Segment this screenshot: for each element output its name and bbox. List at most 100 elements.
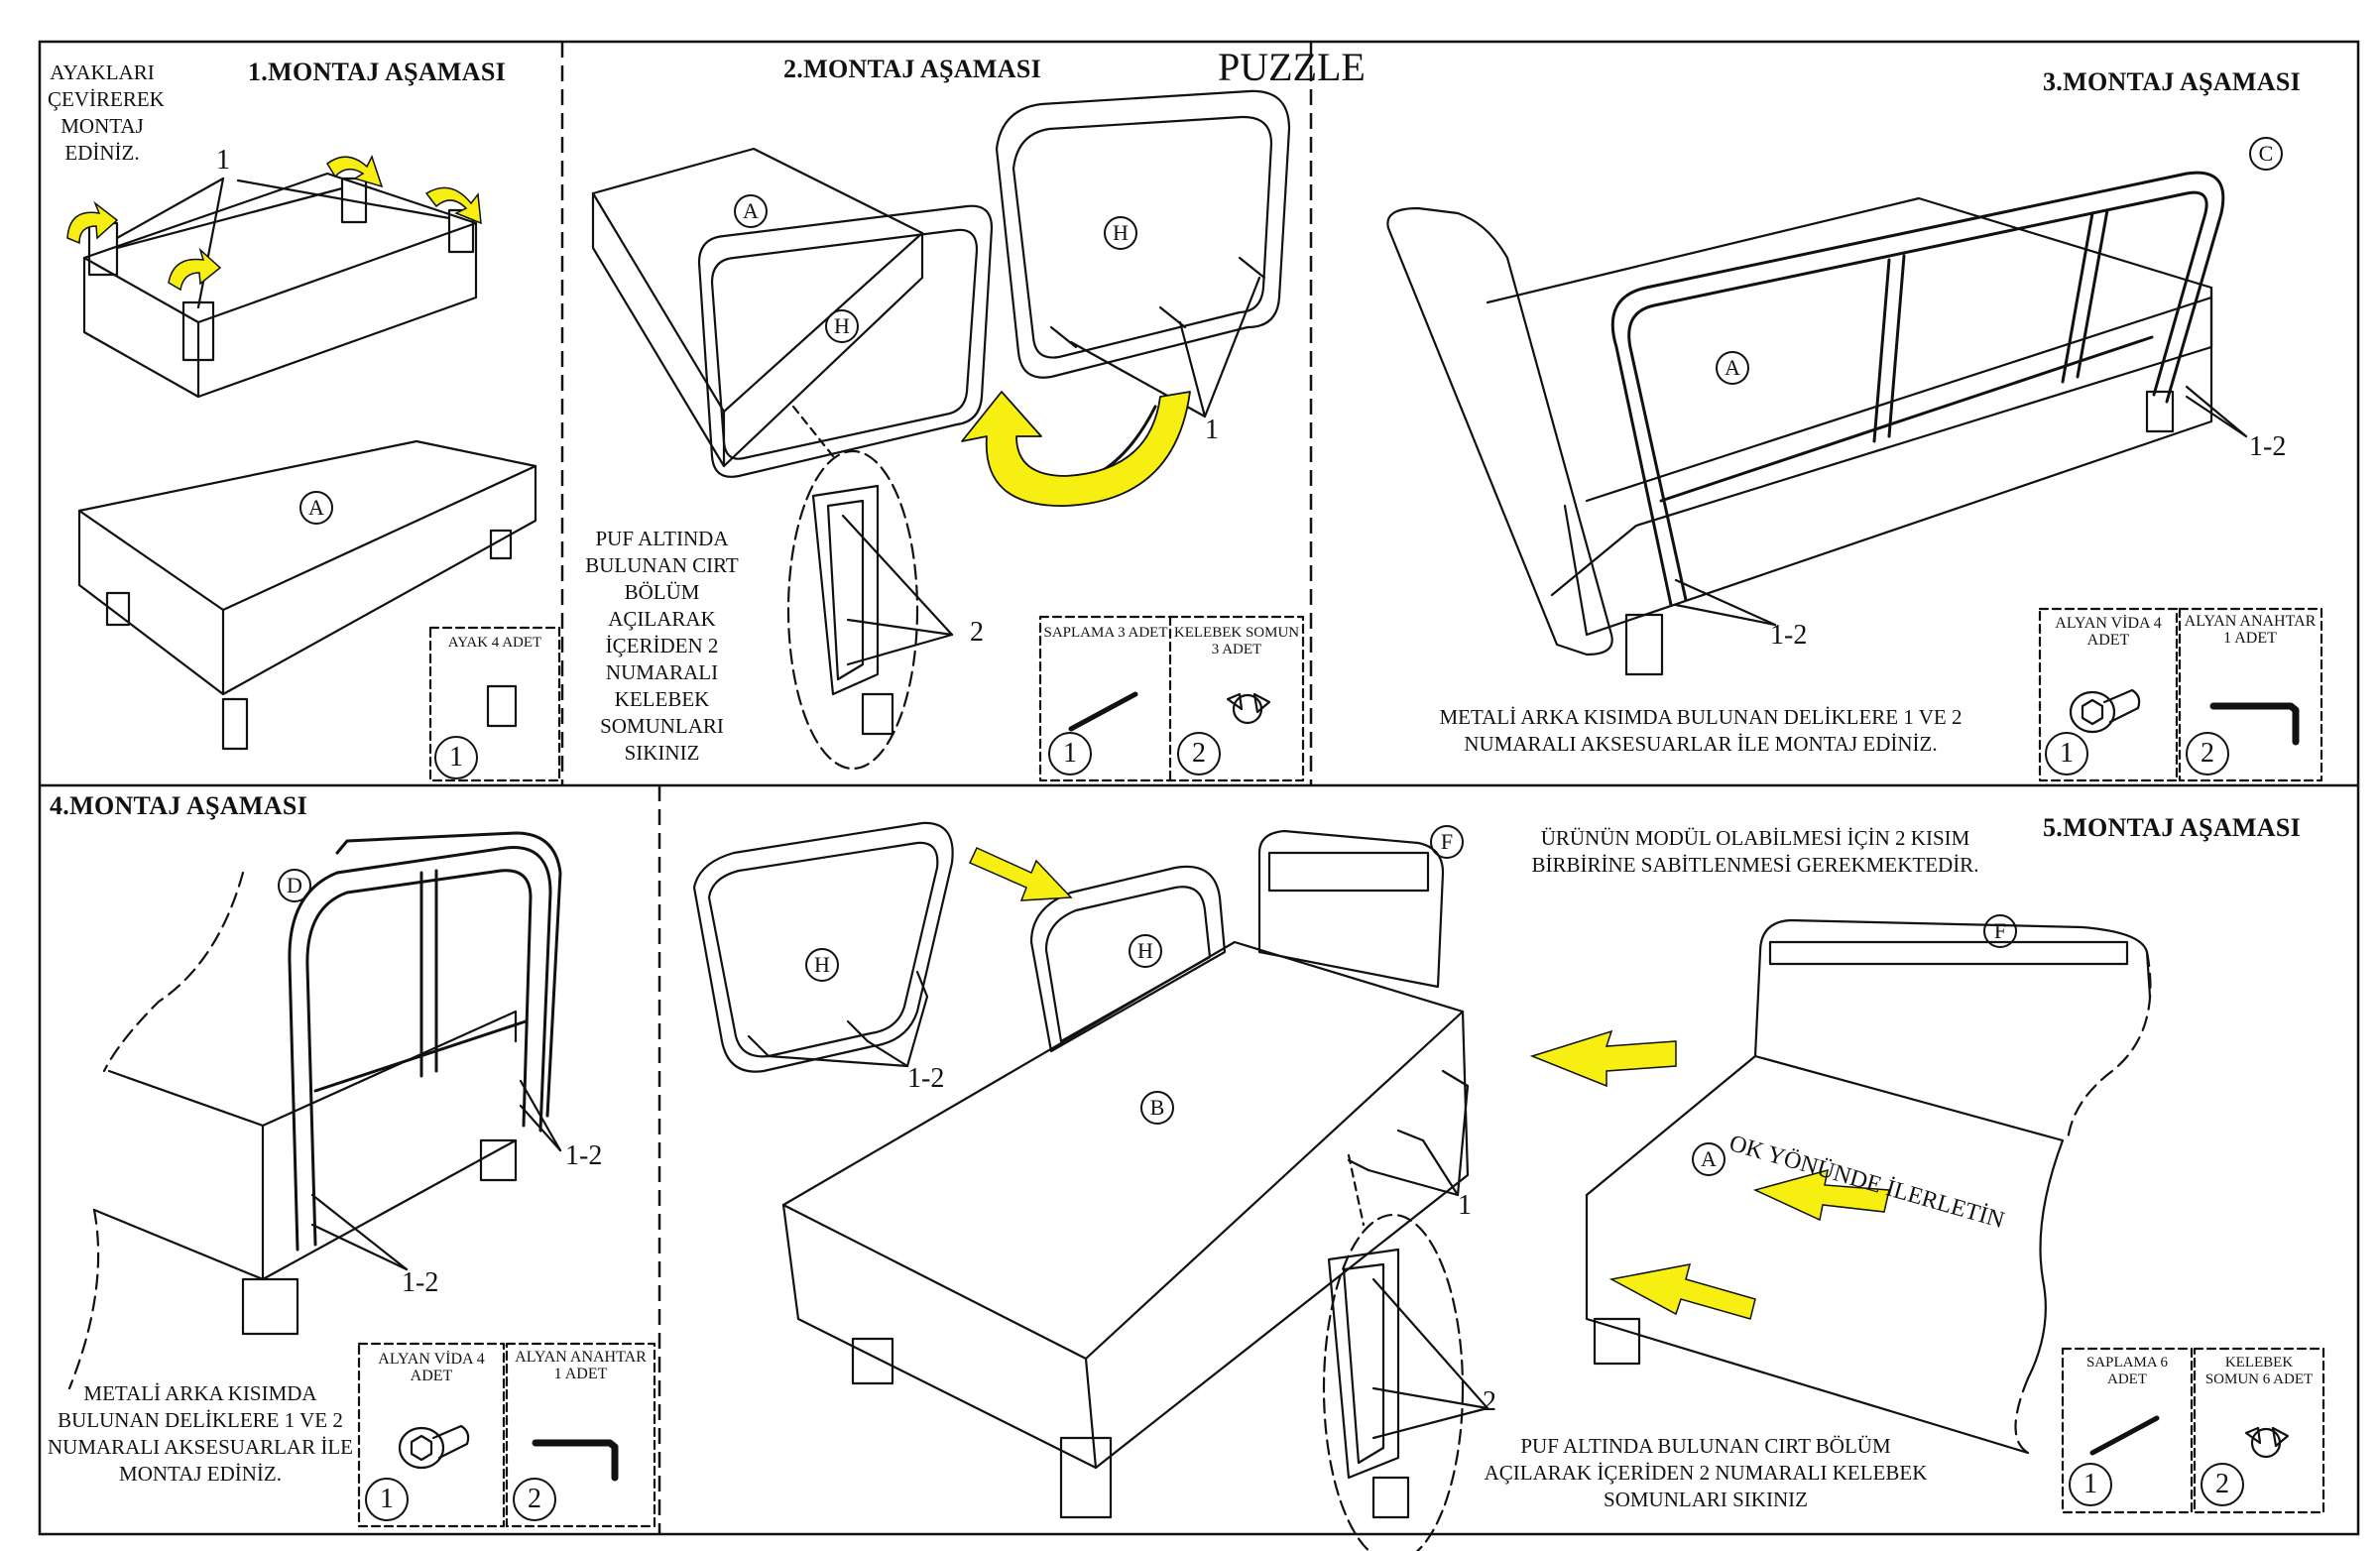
push-arrow-mid [1752,1168,1890,1222]
stage5-backrest-F [1257,829,1445,989]
stage5-box1-number: 1 [2069,1463,2112,1506]
stage2-part-a: A [734,194,768,228]
stage5-zoom-detail [1327,1248,1489,1519]
brand-title: PUZZLE [1218,45,1366,89]
stud-bolt-icon [1068,691,1138,732]
stage2-rotate-arrow [961,391,1191,507]
stage5-part-a: A [1692,1142,1726,1176]
allen-screw-icon-4 [398,1424,470,1470]
stage4-box2-number: 2 [513,1478,556,1521]
stage5-instruction-bottom: PUF ALTINDA BULUNAN CIRT BÖLÜM AÇILARAK … [1484,1434,1928,1511]
stage4-box1-number: 1 [365,1478,409,1521]
stage5-callout-1: 1 [1458,1190,1472,1221]
stage3-callout-right: 1-2 [2249,431,2287,462]
stage2-box1-caption: SAPLAMA 3 ADET [1043,625,1168,641]
stage5-backrest-H-2 [1029,865,1227,1053]
stage1-box-caption: AYAK 4 ADET [447,635,542,651]
stage5-parts-box-2 [2193,1347,2325,1514]
stage4-parts-box-1 [357,1342,506,1528]
push-arrow-right [1529,1029,1677,1088]
stage1-parts-box [428,626,561,782]
yellow-arrows [66,155,1890,1320]
stage3-parts-box-1 [2038,607,2179,782]
stage4-title: 4.MONTAJ AŞAMASI [50,791,308,820]
stage5-box2-number: 2 [2201,1463,2244,1506]
stage5-part-f1: F [1430,825,1464,859]
stage1-inverted-ottoman [82,172,478,399]
stage2-part-h2: H [1104,216,1137,250]
foot-part-icon [486,684,518,728]
stage2-zoom-detail [811,484,954,736]
stage5-zoom-ellipse [1322,1213,1465,1551]
stage2-instruction: PUF ALTINDA BULUNAN CIRT BÖLÜM AÇILARAK … [585,527,739,765]
stage4-instruction: METALİ ARKA KISIMDA BULUNAN DELİKLERE 1 … [47,1381,353,1486]
stage2-box2-number: 2 [1177,732,1221,776]
stage5-title: 5.MONTAJ AŞAMASI [2043,813,2302,842]
stage3-callout-left: 1-2 [1770,620,1808,651]
stage3-sofa-A [1386,196,2213,676]
rotate-arrow-leg1 [66,200,119,245]
stage5-backrest-H-1 [692,821,954,1073]
allen-key-icon-3 [2209,702,2300,746]
stage5-part-h1: H [805,948,839,982]
stage1-ottoman-A [77,439,537,751]
rotate-arrow-leg2 [168,247,222,292]
stage2-backrest-H-left [697,204,994,478]
stage5-part-b: B [1140,1091,1174,1125]
stage2-zoom-ellipse [786,449,919,771]
allen-screw-icon-3 [2069,688,2141,734]
stage5-ottoman-B [781,940,1470,1519]
push-arrow-top [968,847,1073,901]
stage1-instruction: AYAKLARI ÇEVİREREK MONTAJ EDİNİZ. [48,60,165,165]
stage1-part-label: A [299,491,333,525]
stage4-parts-box-2 [505,1342,656,1528]
stage3-title: 3.MONTAJ AŞAMASI [2043,67,2302,96]
stage4-box1-caption: ALYAN VİDA 4 ADET [378,1351,485,1384]
stage3-part-a: A [1716,351,1749,385]
stage5-parts-box-1 [2061,1347,2194,1514]
stage2-parts-box [1038,615,1305,782]
stage3-metal-frame-C [1610,171,2225,607]
stage2-title: 2.MONTAJ AŞAMASI [783,55,1042,83]
stage3-instruction: METALİ ARKA KISIMDA BULUNAN DELİKLERE 1 … [1439,705,1963,756]
push-arrow-low [1608,1263,1756,1320]
stage3-box2-caption: ALYAN ANAHTAR 1 ADET [2184,613,2317,647]
stage1-callout: 1 [216,145,230,176]
stage5-callout-12: 1-2 [907,1063,945,1094]
stage5-box1-caption: SAPLAMA 6 ADET [2085,1355,2169,1387]
stage3-box2-number: 2 [2186,732,2229,776]
stage4-sofa-section [67,871,518,1390]
stage5-callout-2: 2 [1483,1386,1496,1417]
stage1-title: 1.MONTAJ AŞAMASI [248,58,507,86]
stage5-sofa-A [1585,918,2152,1455]
stage2-box2-caption: KELEBEK SOMUN 3 ADET [1173,625,1300,657]
stage2-backrest-H-right [995,89,1291,418]
stage4-callout-bottom: 1-2 [402,1267,439,1298]
stage4-metal-frame-D [288,831,562,1252]
stage5-instruction-top: ÜRÜNÜN MODÜL OLABİLMESİ İÇİN 2 KISIM BİR… [1531,826,1979,877]
stage4-part-d: D [278,869,311,902]
stage5-part-h2: H [1129,934,1162,968]
stage1-box-number: 1 [434,736,478,779]
stage4-callout-right: 1-2 [565,1140,603,1171]
stage5-part-f2: F [1983,914,2017,948]
rotate-arrow-leg4 [424,186,482,225]
wing-nut-icon-5 [2244,1426,2290,1459]
stage3-part-c: C [2249,137,2283,171]
rotate-arrow-leg3 [326,155,384,188]
wing-nut-icon [1226,692,1271,725]
stage2-box1-number: 1 [1048,732,1092,776]
stage2-callout-1: 1 [1205,415,1219,445]
allen-key-icon-4 [532,1439,619,1482]
sheet-frame [38,40,2360,1536]
stage3-box1-number: 1 [2045,732,2088,776]
stage4-box2-caption: ALYAN ANAHTAR 1 ADET [515,1349,647,1382]
stage2-part-h1: H [825,309,859,343]
stage5-box2-caption: KELEBEK SOMUN 6 ADET [2204,1355,2314,1387]
stage3-box1-caption: ALYAN VİDA 4 ADET [2055,615,2162,649]
stud-bolt-icon-5 [2089,1415,2160,1456]
stage2-callout-2: 2 [970,617,984,648]
stage3-parts-box-2 [2178,607,2323,782]
